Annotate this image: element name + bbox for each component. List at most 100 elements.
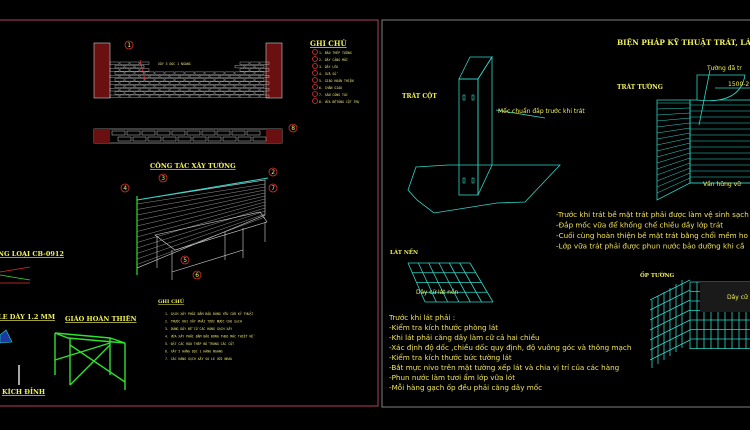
- brick: [164, 71, 175, 75]
- brick: [234, 84, 245, 88]
- brick-course: [656, 107, 691, 110]
- brick: [124, 84, 135, 88]
- anchor-mark: [462, 177, 466, 184]
- brick: [134, 84, 145, 88]
- cb-diagram: [0, 266, 31, 284]
- brick: [109, 94, 120, 98]
- brick: [194, 84, 205, 88]
- jack-title: KÍCH ĐỈNH: [2, 386, 45, 396]
- brick: [207, 136, 222, 142]
- legend-item: 5- GIÁO HOÀN THIỆN: [319, 78, 354, 83]
- brick: [214, 78, 225, 82]
- brick: [229, 94, 240, 98]
- plaster-note: -Cuối cùng hoàn thiện bề mặt trát bằng c…: [556, 231, 748, 240]
- brick: [239, 74, 250, 78]
- legend-item: 1- BÁO THÉP TƯỜNG: [319, 50, 352, 55]
- brick: [224, 91, 235, 95]
- brick: [192, 136, 207, 142]
- brick: [114, 65, 125, 69]
- brick: [149, 88, 160, 92]
- brick: [224, 84, 235, 88]
- brick: [154, 84, 165, 88]
- brick: [154, 78, 165, 82]
- brick: [114, 84, 125, 88]
- brick: [141, 130, 156, 136]
- brick: [159, 81, 170, 85]
- note-item: 5. ĐẶT CÁC RÂU THÉP BỐ TRONG CÁC CỘT: [165, 341, 234, 346]
- brick-course: [136, 195, 266, 227]
- floor-note: Trước khi lát phải :: [388, 313, 455, 322]
- brick-course: [656, 112, 691, 116]
- brick: [199, 88, 210, 92]
- brick: [164, 84, 175, 88]
- brick: [199, 81, 210, 85]
- callout-number: 7: [271, 185, 275, 192]
- brick: [199, 74, 210, 78]
- brick: [129, 61, 140, 65]
- brick: [244, 91, 255, 95]
- callout-number: 6: [195, 272, 199, 279]
- brick-course: [656, 142, 691, 152]
- tile-label: Dây cữ: [727, 294, 749, 301]
- brick: [144, 71, 155, 75]
- section-title: CÔNG TÁC XÂY TƯỜNG: [150, 161, 236, 170]
- brick: [119, 74, 130, 78]
- brick-course: [136, 186, 266, 210]
- legend-item: 2- DÂY CĂNG MỐC: [319, 57, 348, 62]
- brick-course: [656, 172, 691, 188]
- brick-course: [656, 157, 691, 170]
- brick: [179, 94, 190, 98]
- callout-marker: [288, 123, 298, 133]
- brick: [184, 78, 195, 82]
- brick: [159, 74, 170, 78]
- brick: [224, 71, 235, 75]
- legend-marker: [312, 63, 318, 69]
- brick: [139, 88, 150, 92]
- brick: [249, 94, 260, 98]
- brick: [169, 94, 180, 98]
- callout-number: 4: [123, 185, 127, 192]
- wall-isometric: [136, 177, 269, 280]
- brick: [189, 88, 200, 92]
- brick: [129, 94, 140, 98]
- tile-joint: [649, 299, 691, 321]
- right-pillar: [265, 42, 283, 99]
- brick: [259, 61, 270, 65]
- brick: [239, 68, 250, 72]
- note-item: 1. GẠCH XÂY PHẢI ĐẢM BẢO ĐÚNG YÊU CẦU KỸ…: [165, 311, 253, 316]
- callout-marker: [124, 40, 134, 50]
- brick: [244, 65, 255, 69]
- brick: [171, 130, 186, 136]
- note-item: 2. TRƯỚC KHI XÂY PHẢI TƯỚI NƯỚC CHO SẠCH: [165, 319, 242, 324]
- brick: [244, 84, 255, 88]
- legend-item: 3- DÂY LÈO: [319, 64, 338, 69]
- brick: [179, 88, 190, 92]
- floor-note: -Bắt mực nivo trên mặt tường xếp lát và …: [389, 363, 619, 372]
- brick-course: [136, 192, 266, 221]
- brick-course: [656, 117, 691, 122]
- brick: [124, 71, 135, 75]
- brick: [229, 81, 240, 85]
- wall-label-bottom: Vần hững vữ: [703, 180, 742, 188]
- brick: [214, 84, 225, 88]
- brick-course: [136, 216, 266, 265]
- brick: [124, 91, 135, 95]
- brick: [129, 81, 140, 85]
- brick: [194, 91, 205, 95]
- legend-marker: [312, 91, 318, 97]
- brick: [231, 130, 246, 136]
- anchor-mark: [471, 177, 475, 184]
- brick: [129, 88, 140, 92]
- brick: [204, 91, 215, 95]
- brick: [246, 130, 261, 136]
- brick: [134, 65, 145, 69]
- left-pillar: [93, 42, 111, 99]
- tile-area: [700, 282, 750, 312]
- brick: [144, 78, 155, 82]
- brick: [229, 74, 240, 78]
- brick: [124, 65, 135, 69]
- brick: [186, 130, 201, 136]
- brick: [254, 91, 265, 95]
- brick: [114, 78, 125, 82]
